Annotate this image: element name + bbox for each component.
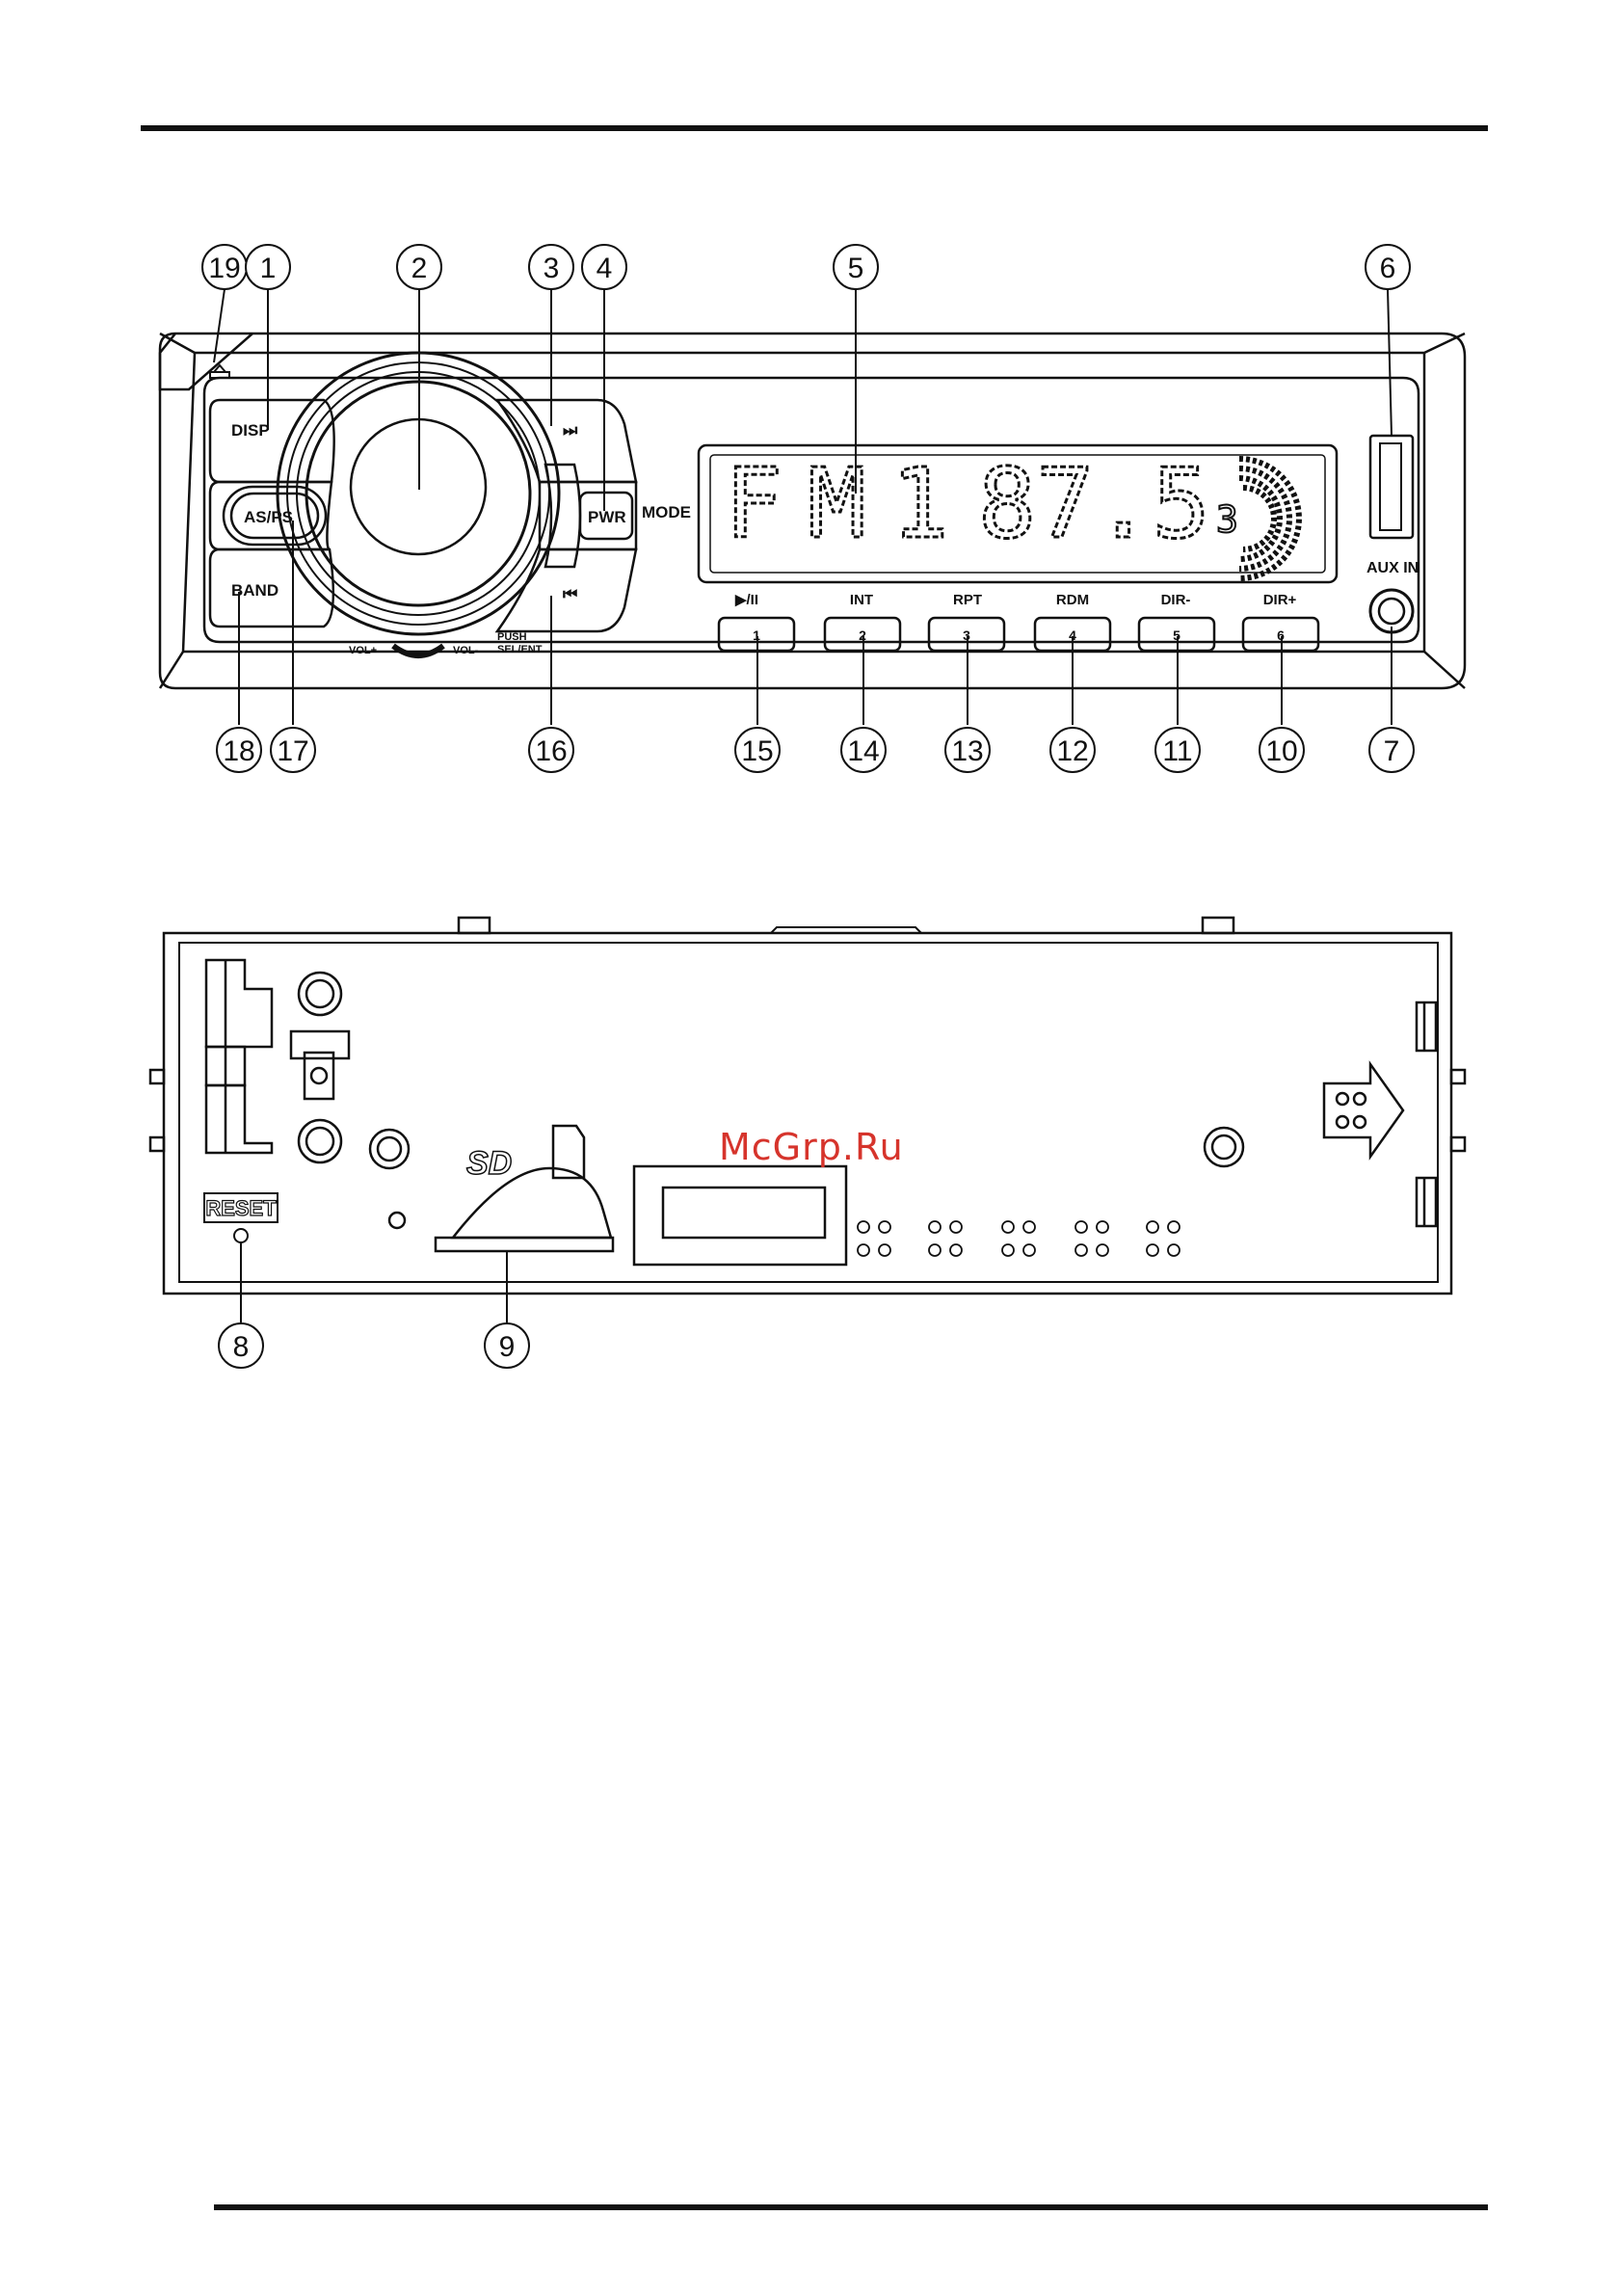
- svg-text:14: 14: [847, 735, 879, 767]
- watermark: McGrp.Ru: [719, 1126, 904, 1168]
- svg-text:10: 10: [1265, 735, 1297, 767]
- callout-9: 9: [485, 1323, 529, 1368]
- svg-text:11: 11: [1162, 735, 1192, 767]
- callout-1: 1: [246, 245, 290, 289]
- svg-text:1: 1: [260, 253, 277, 284]
- svg-text:4: 4: [597, 253, 613, 284]
- display-frequency: 87.5: [978, 447, 1210, 560]
- aux-in-jack[interactable]: [1370, 590, 1413, 632]
- lcd-display: FM1 87.5 3: [699, 445, 1337, 582]
- preset-func-4: RDM: [1056, 592, 1089, 608]
- svg-text:17: 17: [277, 735, 308, 767]
- display-preset: 3: [1216, 498, 1238, 541]
- reset-button[interactable]: RESET: [204, 1193, 278, 1242]
- callout-4: 4: [582, 245, 626, 289]
- next-label: ⏭: [563, 421, 578, 440]
- mode-label: MODE: [642, 503, 691, 521]
- sd-logo: SD: [466, 1145, 512, 1182]
- callout-15: 15: [735, 728, 780, 772]
- disp-label: DISP: [231, 421, 270, 440]
- vol-plus-label: VOL+: [349, 645, 377, 656]
- preset-func-5: DIR-: [1161, 592, 1191, 608]
- svg-text:13: 13: [951, 735, 983, 767]
- svg-text:6: 6: [1380, 253, 1396, 284]
- svg-text:8: 8: [233, 1331, 250, 1363]
- svg-text:15: 15: [741, 735, 773, 767]
- callout-10: 10: [1260, 728, 1304, 772]
- sd-card-slot[interactable]: SD: [436, 1126, 613, 1251]
- reset-label: RESET: [205, 1196, 277, 1220]
- preset-func-3: RPT: [953, 592, 982, 608]
- callout-18: 18: [217, 728, 261, 772]
- svg-text:5: 5: [848, 253, 864, 284]
- push-label: PUSH: [497, 631, 527, 643]
- preset-func-1: ▶/II: [734, 592, 758, 608]
- asps-label: AS/PS: [244, 508, 293, 526]
- callout-6: 6: [1366, 245, 1410, 289]
- callout-12: 12: [1050, 728, 1095, 772]
- preset-func-6: DIR+: [1263, 592, 1297, 608]
- display-band: FM1: [725, 447, 974, 560]
- svg-text:12: 12: [1056, 735, 1088, 767]
- callout-2: 2: [397, 245, 441, 289]
- callout-3: 3: [529, 245, 573, 289]
- callout-8: 8: [219, 1323, 263, 1368]
- preset-func-2: INT: [850, 592, 873, 608]
- callout-17: 17: [271, 728, 315, 772]
- svg-text:2: 2: [411, 253, 428, 284]
- svg-text:7: 7: [1384, 735, 1400, 767]
- sel-ent-label: SEL/ENT: [497, 644, 543, 655]
- usb-module: [634, 1166, 846, 1265]
- level-meter-icon: [1239, 459, 1299, 578]
- callout-13: 13: [945, 728, 990, 772]
- callout-7: 7: [1369, 728, 1414, 772]
- callout-16: 16: [529, 728, 573, 772]
- usb-port[interactable]: [1370, 436, 1413, 538]
- svg-text:3: 3: [544, 253, 560, 284]
- callout-5: 5: [834, 245, 878, 289]
- callout-14: 14: [841, 728, 886, 772]
- pwr-label: PWR: [588, 508, 626, 526]
- callout-11: 11: [1155, 728, 1200, 772]
- callout-19: 19: [202, 245, 247, 289]
- direction-arrow-icon: [1324, 1064, 1403, 1157]
- rear-callouts: 8 9: [219, 1323, 529, 1368]
- svg-text:9: 9: [499, 1331, 516, 1363]
- svg-text:16: 16: [535, 735, 567, 767]
- vent-holes: [858, 1221, 1180, 1256]
- vol-minus-label: VOL-: [453, 645, 479, 656]
- svg-text:19: 19: [208, 253, 240, 284]
- aux-in-label: AUX IN: [1366, 560, 1419, 576]
- prev-label: ⏮: [563, 585, 577, 603]
- svg-text:18: 18: [223, 735, 254, 767]
